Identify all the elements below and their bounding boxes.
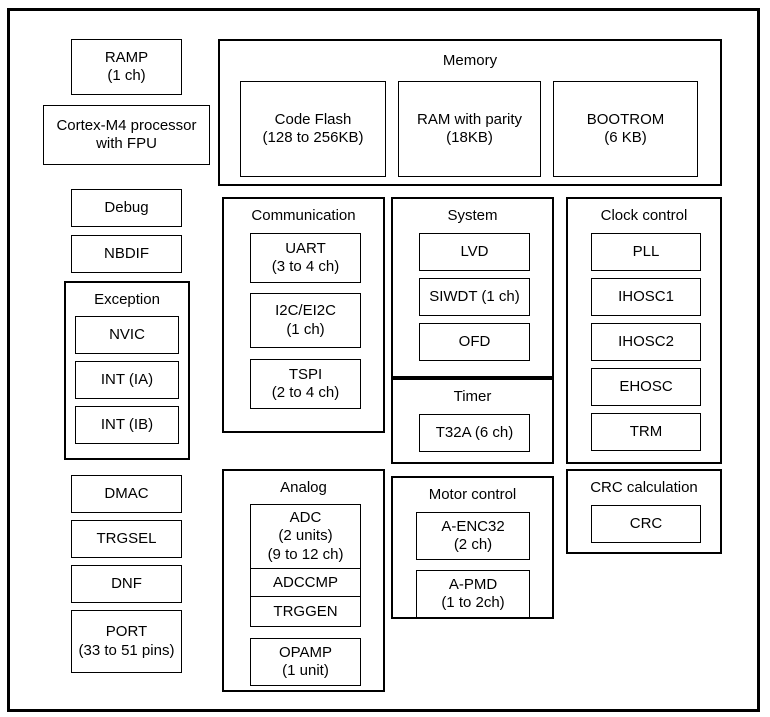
block-ramp: RAMP (1 ch) — [71, 39, 182, 95]
block-tspi: TSPI (2 to 4 ch) — [250, 359, 361, 409]
group-communication: Communication UART (3 to 4 ch) I2C/EI2C … — [222, 197, 385, 433]
group-communication-title: Communication — [251, 207, 356, 224]
group-motor-control: Motor control A-ENC32 (2 ch) A-PMD (1 to… — [391, 476, 554, 619]
diagram-canvas: RAMP (1 ch) Cortex-M4 processor with FPU… — [10, 11, 757, 709]
block-cortex-m4-processor: Cortex-M4 processor with FPU — [43, 105, 210, 165]
block-ram-with-parity: RAM with parity (18KB) — [398, 81, 541, 177]
block-ihosc1: IHOSC1 — [591, 278, 701, 316]
block-adc: ADC (2 units) (9 to 12 ch) — [251, 505, 360, 569]
block-adccmp: ADCCMP — [251, 569, 360, 598]
group-timer: Timer T32A (6 ch) — [391, 378, 554, 464]
group-analog: Analog ADC (2 units) (9 to 12 ch) ADCCMP… — [222, 469, 385, 692]
block-trggen: TRGGEN — [273, 602, 338, 620]
block-nvic: NVIC — [75, 316, 179, 354]
block-ihosc2: IHOSC2 — [591, 323, 701, 361]
block-t32a: T32A (6 ch) — [419, 414, 530, 452]
block-crc: CRC — [591, 505, 701, 543]
block-opamp: OPAMP (1 unit) — [250, 638, 361, 686]
block-ehosc: EHOSC — [591, 368, 701, 406]
block-ofd: OFD — [419, 323, 530, 361]
group-system-title: System — [447, 207, 498, 224]
group-clock-control-title: Clock control — [600, 207, 688, 224]
block-adc-stack: ADC (2 units) (9 to 12 ch) ADCCMP TRGGEN — [250, 504, 361, 627]
block-int-ib: INT (IB) — [75, 406, 179, 444]
block-int-ia: INT (IA) — [75, 361, 179, 399]
block-bootrom: BOOTROM (6 KB) — [553, 81, 698, 177]
block-dmac: DMAC — [71, 475, 182, 513]
group-exception-title: Exception — [94, 291, 160, 308]
block-trgsel: TRGSEL — [71, 520, 182, 558]
block-siwdt: SIWDT (1 ch) — [419, 278, 530, 316]
group-crc-calculation-title: CRC calculation — [590, 479, 698, 496]
block-nbdif: NBDIF — [71, 235, 182, 273]
block-uart: UART (3 to 4 ch) — [250, 233, 361, 283]
block-pll: PLL — [591, 233, 701, 271]
group-analog-title: Analog — [280, 479, 327, 496]
block-port: PORT (33 to 51 pins) — [71, 610, 182, 673]
block-lvd: LVD — [419, 233, 530, 271]
block-a-pmd: A-PMD (1 to 2ch) — [416, 570, 530, 618]
block-trm: TRM — [591, 413, 701, 451]
group-motor-control-title: Motor control — [428, 486, 517, 503]
block-i2c-ei2c: I2C/EI2C (1 ch) — [250, 293, 361, 348]
group-clock-control: Clock control PLL IHOSC1 IHOSC2 EHOSC TR… — [566, 197, 722, 464]
group-memory: Memory Code Flash (128 to 256KB) RAM wit… — [218, 39, 722, 186]
block-debug: Debug — [71, 189, 182, 227]
group-memory-title: Memory — [442, 52, 498, 69]
group-crc-calculation: CRC calculation CRC — [566, 469, 722, 554]
block-dnf: DNF — [71, 565, 182, 603]
group-timer-title: Timer — [453, 388, 492, 405]
block-a-enc32: A-ENC32 (2 ch) — [416, 512, 530, 560]
group-exception: Exception NVIC INT (IA) INT (IB) — [64, 281, 190, 460]
group-system: System LVD SIWDT (1 ch) OFD — [391, 197, 554, 378]
diagram-outer-frame: RAMP (1 ch) Cortex-M4 processor with FPU… — [7, 8, 760, 712]
block-code-flash: Code Flash (128 to 256KB) — [240, 81, 386, 177]
